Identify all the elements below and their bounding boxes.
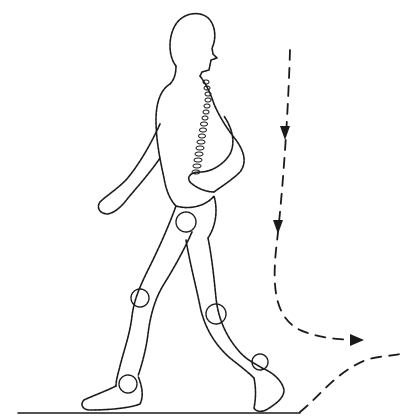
down-arrow-icon <box>273 220 283 234</box>
front-ankle-joint-marker <box>119 375 137 393</box>
rear-knee-joint-marker <box>206 304 226 324</box>
force-path <box>273 50 400 412</box>
rear-shoe-outline <box>254 368 284 411</box>
rear-leg-inner-outline <box>186 240 254 378</box>
down-arrow-icon <box>280 126 290 140</box>
torso-front-outline <box>156 84 176 206</box>
force-path-dashed-line <box>275 50 362 340</box>
front-arm-outline <box>98 124 160 214</box>
right-arrow-icon <box>350 334 364 346</box>
force-path-return-line <box>300 354 400 412</box>
front-knee-joint-marker <box>131 289 149 307</box>
front-shoe-outline <box>82 376 142 410</box>
hip-joint-marker <box>176 212 196 232</box>
spine-vertebrae <box>192 80 211 174</box>
rear-leg-outline <box>208 238 262 368</box>
front-leg-outline <box>116 206 176 386</box>
torso-back-outline <box>200 76 244 192</box>
neck-outline <box>170 66 176 84</box>
head-outline <box>170 14 217 76</box>
